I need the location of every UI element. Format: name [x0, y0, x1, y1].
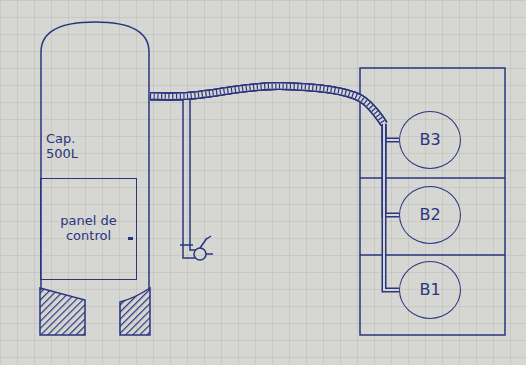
hose-connector	[150, 86, 399, 215]
pipe-outline	[384, 124, 399, 290]
hose-inner	[150, 86, 384, 124]
outlet-pipe	[150, 93, 193, 245]
water-tank: Cap. 500L panel de control	[40, 20, 150, 290]
hose-inner	[150, 86, 384, 124]
pump-cabinet	[360, 68, 505, 335]
text-holder: Cap. 500L	[46, 132, 108, 162]
pump-circle: B1	[399, 261, 461, 319]
text-holder: panel de control	[41, 179, 136, 279]
hose-hatching	[150, 86, 384, 124]
hose-outline	[150, 86, 384, 124]
control-panel: panel de control	[40, 178, 137, 280]
tank-legs	[40, 288, 150, 335]
panel-switch	[128, 237, 133, 240]
hose-inner	[150, 86, 384, 124]
panel-label: panel de control	[45, 214, 132, 244]
hose-hatching	[150, 86, 384, 124]
pump-label: B2	[419, 206, 440, 224]
pump-label: B3	[419, 131, 440, 149]
hose-outline	[150, 86, 384, 124]
text-holder: B2	[400, 187, 460, 243]
text-holder: B3	[400, 112, 460, 168]
hose-outline	[150, 86, 384, 124]
hose-hatching	[150, 86, 384, 124]
text-holder: B1	[400, 262, 460, 318]
pump-circle: B3	[399, 111, 461, 169]
tank-outline	[41, 22, 149, 290]
hose-connector	[150, 86, 399, 290]
pipe-inner	[384, 124, 399, 290]
valve-symbol	[183, 236, 213, 260]
capacity-label: Cap. 500L	[46, 132, 108, 162]
hose-connector	[150, 86, 399, 140]
pump-label: B1	[419, 281, 440, 299]
pump-circle: B2	[399, 186, 461, 244]
